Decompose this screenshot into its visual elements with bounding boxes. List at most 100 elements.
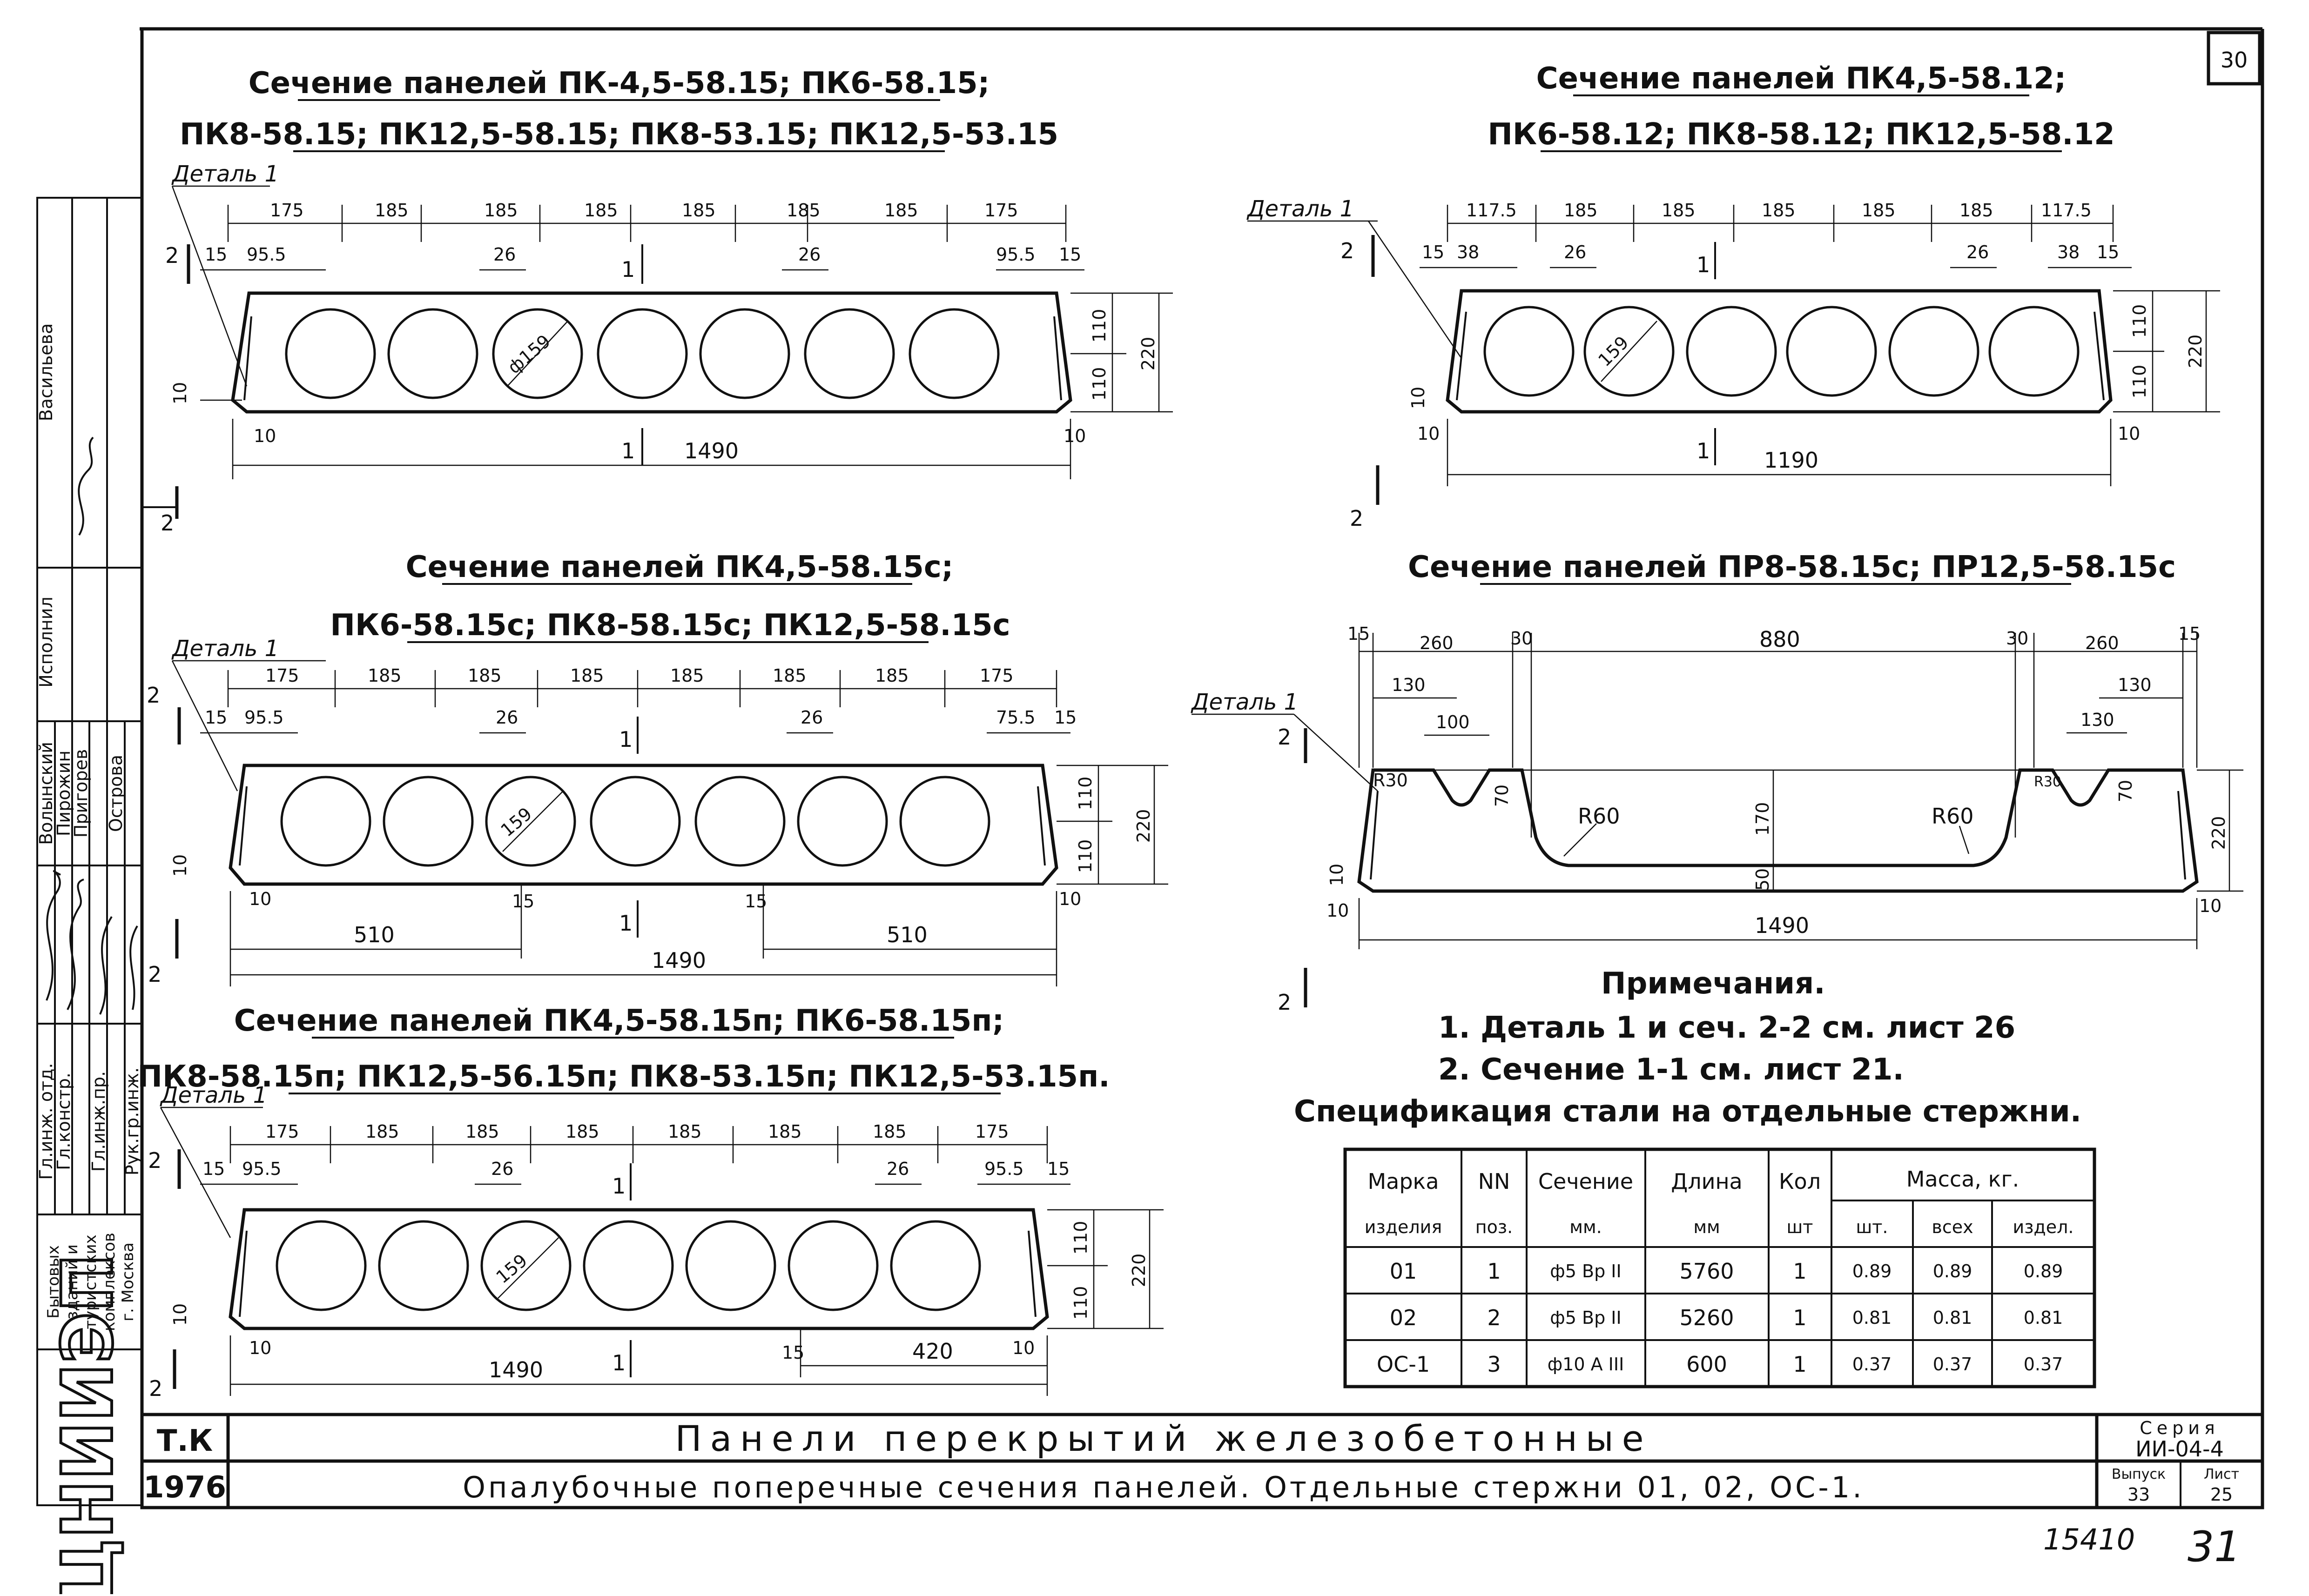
section-4-axis-bottom: 1 (612, 1350, 626, 1375)
spec-h-qty-1: Кол (1779, 1169, 1821, 1194)
spec-h-m-piece: шт. (1856, 1217, 1888, 1237)
section-3-left-chamfer: 10 (170, 854, 190, 877)
section-3-rib: 26 (496, 707, 518, 728)
signature-1 (46, 870, 61, 1001)
section-3-end-left: 510 (354, 922, 395, 947)
spec-h-m-all: всех (1932, 1217, 1973, 1237)
section-4-mark-top: 2 (148, 1148, 162, 1173)
section-3-dim-8: 175 (980, 665, 1014, 686)
spec-cell-mark: 02 (1390, 1305, 1417, 1330)
section-2-rib: 26 (1564, 242, 1586, 262)
section-3-h1: 110 (1075, 777, 1096, 811)
section-4-detail-label: Деталь 1 (160, 1082, 267, 1108)
section-5-left-chamfer: 10 (1326, 864, 1347, 886)
section-1-axis-bottom: 1 (621, 438, 635, 463)
spec-cell-qty: 1 (1793, 1259, 1806, 1284)
section-3-mid-left: 15 (512, 891, 534, 912)
section-2-diameter: 159 (1594, 332, 1632, 370)
signature-2 (67, 878, 84, 1010)
stamp-org-5: г. Москва (119, 1242, 137, 1321)
section-2-title-2: ПК6-58.12; ПК8-58.12; ПК12,5-58.12 (1488, 117, 2114, 152)
stamp-executed-name: Васильева (36, 323, 56, 422)
section-2-title-1: Сечение панелей ПК4,5-58.12; (1536, 61, 2067, 96)
spec-cell-length: 5260 (1679, 1305, 1734, 1330)
section-4-h1: 110 (1070, 1221, 1091, 1255)
spec-cell-m-all: 0.89 (1933, 1261, 1972, 1281)
section-5-dim-1: 15 (1347, 624, 1370, 644)
section-4-dim-5: 185 (668, 1121, 702, 1142)
section-4: Сечение панелей ПК4,5-58.15п; ПК6-58.15п… (137, 1004, 1164, 1401)
section-2-rib-2: 26 (1966, 242, 1989, 262)
stamp-name-4: Острова (106, 755, 126, 832)
section-3-title-1: Сечение панелей ПК4,5-58.15с; (406, 550, 954, 584)
section-3-bottom-right: 10 (1059, 889, 1081, 909)
section-1-right-offset: 95.5 (996, 244, 1036, 265)
section-3-width: 1490 (652, 948, 706, 973)
section-1-title-2: ПК8-58.15; ПК12,5-58.15; ПК8-53.15; ПК12… (180, 117, 1058, 152)
section-3-mid-right: 15 (745, 891, 767, 912)
title-series-label: Серия (2140, 1418, 2220, 1438)
note-1: 1. Деталь 1 и сеч. 2-2 см. лист 26 (1438, 1011, 2015, 1045)
section-5-depth: 170 (1752, 802, 1773, 836)
section-3-dim-4: 185 (570, 665, 604, 686)
section-5-dim-5: 30 (2006, 628, 2028, 649)
section-5-mark-top: 2 (1278, 724, 1291, 750)
section-5-bottom-left: 10 (1326, 900, 1349, 921)
section-5-bottom-right: 10 (2199, 896, 2221, 916)
section-4-width: 1490 (489, 1357, 543, 1382)
spec-cell-m-item: 0.89 (2024, 1261, 2063, 1281)
section-3-height: 220 (1133, 809, 1154, 843)
section-5-bottom: 50 (1752, 868, 1773, 891)
section-4-bottom-left: 10 (249, 1338, 271, 1358)
spec-row-1: 01 1 ф5 Вр II 5760 1 0.89 0.89 0.89 (1390, 1259, 2063, 1284)
section-1-rib-2: 26 (798, 244, 821, 265)
spec-cell-length: 600 (1686, 1352, 1727, 1377)
section-2-right-edge: 15 (2097, 242, 2119, 262)
spec-cell-m-piece: 0.89 (1852, 1261, 1892, 1281)
section-3-diameter: 159 (497, 804, 536, 841)
section-4-left-offset: 95.5 (242, 1159, 282, 1179)
spec-h-mass: Масса, кг. (1906, 1167, 2019, 1192)
section-5-detail-label: Деталь 1 (1191, 689, 1298, 715)
title-year: 1976 (143, 1470, 226, 1505)
spec-cell-m-item: 0.37 (2024, 1354, 2063, 1375)
footer-number-1: 15410 (2043, 1522, 2135, 1556)
section-1-dim-4: 185 (584, 200, 618, 221)
stamp-name-3: Пригорев (71, 749, 91, 838)
section-2-width: 1190 (1764, 448, 1818, 473)
section-4-height: 220 (1129, 1254, 1149, 1288)
section-1-right-edge: 15 (1059, 244, 1081, 265)
section-1-dim-3: 185 (484, 200, 518, 221)
section-1-left-edge: 15 (205, 244, 227, 265)
section-1-axis-top: 1 (621, 257, 635, 282)
signature-3 (99, 916, 113, 1015)
section-3: Сечение панелей ПК4,5-58.15с; ПК6-58.15с… (147, 550, 1168, 987)
section-1-bottom-right: 10 (1064, 426, 1086, 446)
notes: Примечания. 1. Деталь 1 и сеч. 2-2 см. л… (1294, 966, 2081, 1129)
spec-h-sect-2: мм. (1569, 1217, 1602, 1237)
spec-cell-section: ф10 А III (1548, 1354, 1624, 1375)
section-5-mark-bottom: 2 (1278, 990, 1291, 1015)
spec-h-len-2: мм (1693, 1217, 1720, 1237)
section-2-left-chamfer: 10 (1408, 387, 1428, 409)
section-1-dim-1: 175 (270, 200, 304, 221)
section-4-rib-2: 26 (887, 1159, 909, 1179)
title-subtitle: Опалубочные поперечные сечения панелей. … (463, 1470, 1865, 1504)
section-3-h2: 110 (1075, 839, 1096, 873)
spec-cell-section: ф5 Вр II (1550, 1308, 1621, 1328)
stamp-org-1: Бытовых (44, 1245, 63, 1319)
section-2-dim-5: 185 (1862, 200, 1896, 221)
section-1-dim-6: 185 (787, 200, 821, 221)
section-1-dim-5: 185 (682, 200, 716, 221)
spec-cell-qty: 1 (1793, 1305, 1806, 1330)
section-2-bottom-right: 10 (2118, 423, 2140, 444)
stamp-role-4: Рук.гр.инж. (122, 1067, 142, 1175)
spec-title: Спецификация стали на отдельные стержни. (1294, 1094, 2081, 1129)
section-2-height: 220 (2185, 335, 2206, 369)
section-1-rib: 26 (493, 244, 516, 265)
section-3-dim-6: 185 (773, 665, 807, 686)
section-3-detail-label: Деталь 1 (171, 636, 279, 662)
section-2-detail-label: Деталь 1 (1246, 196, 1354, 222)
section-2-dim-3: 185 (1662, 200, 1696, 221)
